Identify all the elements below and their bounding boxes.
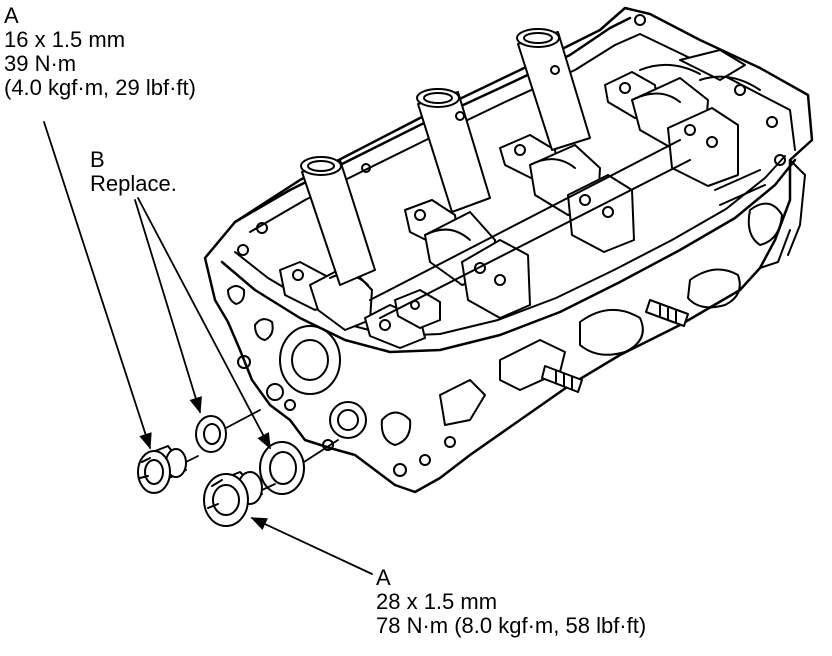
callout-letter: A — [376, 565, 391, 590]
side-ports — [227, 202, 783, 446]
alignment-line-large — [261, 439, 339, 491]
callout-letter: A — [4, 3, 19, 28]
leader-lines — [43, 121, 373, 575]
small-sealing-bolt — [137, 445, 187, 494]
spark-plug-tubes — [300, 28, 591, 286]
leader-b-small — [134, 199, 202, 414]
parts — [137, 415, 305, 527]
callout-b-washers: B Replace. — [90, 148, 177, 196]
callout-letter: B — [90, 147, 105, 172]
studs — [541, 299, 689, 393]
bolt-size: 16 x 1.5 mm — [4, 27, 126, 52]
torque-alt-units: (4.0 kgf·m, 29 lbf·ft) — [4, 75, 196, 100]
callout-a-small-plug: A 16 x 1.5 mm 39 N·m (4.0 kgf·m, 29 lbf·… — [4, 4, 196, 100]
camshaft-tube — [369, 139, 691, 319]
right-end — [714, 159, 806, 269]
bolt-size: 28 x 1.5 mm — [376, 589, 498, 614]
cam-bores — [329, 63, 761, 286]
small-washer — [195, 415, 227, 453]
callout-a-large-plug: A 28 x 1.5 mm 78 N·m (8.0 kgf·m, 58 lbf·… — [376, 566, 646, 638]
large-sealing-bolt — [203, 471, 263, 527]
deck-back-rail-inner — [249, 33, 796, 233]
cylinder-head — [203, 6, 814, 494]
torque-value: 39 N·m — [4, 51, 77, 76]
torque-value: 78 N·m (8.0 kgf·m, 58 lbf·ft) — [376, 613, 647, 638]
large-washer — [259, 441, 305, 495]
leader-a-top — [43, 121, 152, 450]
alignment-line-small — [185, 409, 261, 463]
leader-b-large — [137, 197, 271, 450]
leader-a-bottom — [250, 517, 373, 575]
replace-note: Replace. — [90, 171, 177, 196]
front-bosses — [237, 355, 456, 477]
deck-bolt-holes — [237, 14, 786, 256]
deck-front-rail — [220, 158, 797, 354]
